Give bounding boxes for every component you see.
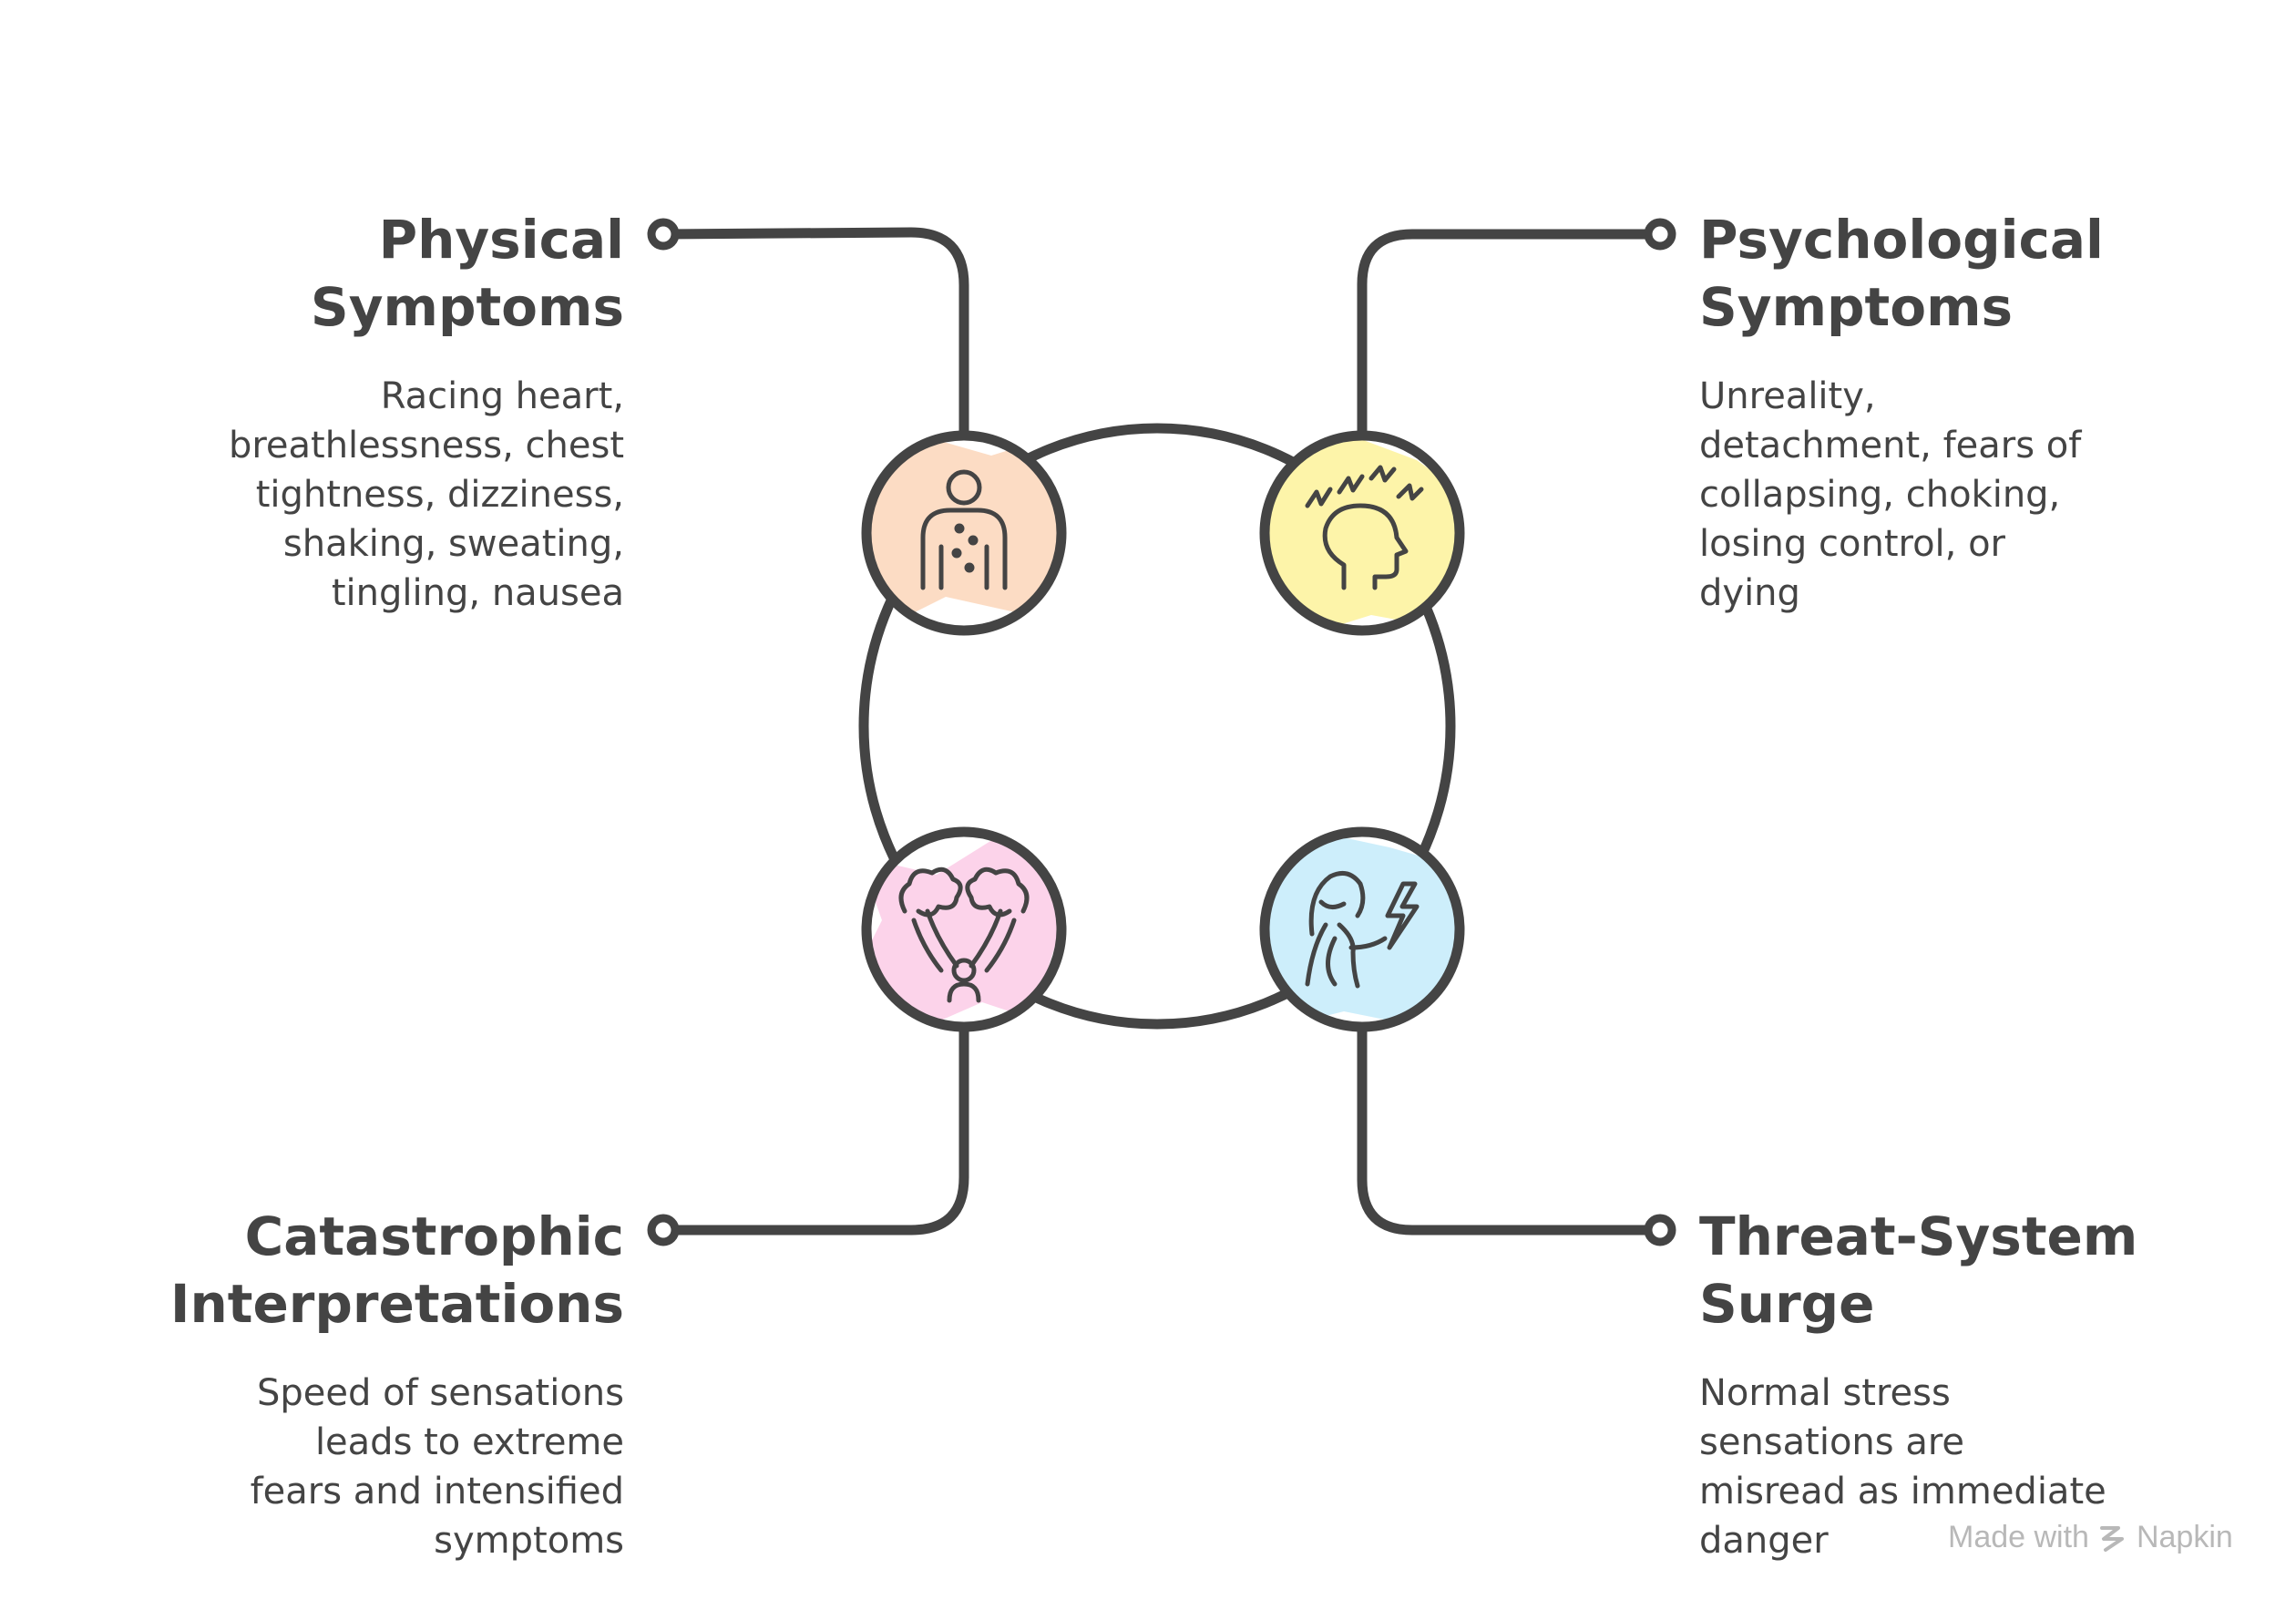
connector-psychological: [1357, 229, 1666, 443]
napkin-logo-icon: [2099, 1525, 2124, 1552]
connector-threat: [1357, 1020, 1666, 1236]
connector-physical: [658, 227, 969, 443]
napkin-brand-label: Napkin: [2136, 1520, 2233, 1554]
title-catastrophic: Catastrophic Interpretations: [169, 1205, 624, 1335]
endpoint-physical: [647, 218, 680, 251]
made-with-label: Made with: [1948, 1520, 2089, 1554]
made-with-napkin-watermark[interactable]: Made with Napkin: [1948, 1520, 2233, 1555]
node-threat: [1259, 826, 1465, 1032]
node-psychological: [1259, 430, 1465, 636]
node-catastrophic: [861, 826, 1067, 1032]
description-physical: Racing heart, breathlessness, chest tigh…: [228, 375, 624, 614]
title-physical: Physical Symptoms: [310, 209, 624, 338]
node-physical: [861, 430, 1067, 636]
description-catastrophic: Speed of sensations leads to extreme fea…: [250, 1372, 624, 1562]
endpoint-threat: [1644, 1214, 1676, 1246]
connector-catastrophic: [658, 1020, 969, 1236]
description-threat: Normal stress sensations are misread as …: [1699, 1372, 2106, 1562]
title-psychological: Psychological Symptoms: [1699, 209, 2104, 338]
central-ring: [858, 423, 1456, 1030]
body-sensations-icon: [920, 469, 1008, 590]
title-threat: Threat-System Surge: [1699, 1205, 2138, 1335]
endpoint-psychological: [1644, 218, 1676, 251]
alarmed-person-icon: [1305, 870, 1420, 989]
endpoint-catastrophic: [647, 1214, 680, 1246]
overwhelmed-person-icon: [898, 867, 1030, 1003]
stressed-head-icon: [1305, 465, 1424, 590]
description-psychological: Unreality, detachment, fears of collapsi…: [1699, 375, 2082, 614]
